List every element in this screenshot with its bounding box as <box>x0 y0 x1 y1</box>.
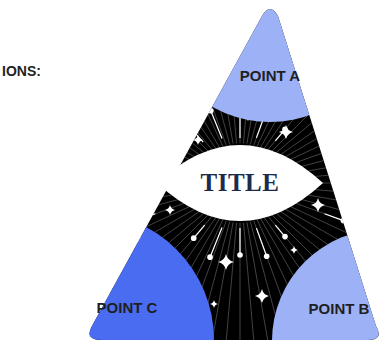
dotted-ray <box>325 145 344 152</box>
dotted-ray <box>256 228 266 256</box>
light-ray <box>15 53 206 163</box>
dotted-ray <box>239 228 240 255</box>
heading-fragment: IONS: <box>2 63 41 79</box>
title-text: TITLE <box>201 169 280 197</box>
sparkle <box>218 254 234 270</box>
light-ray <box>173 0 230 144</box>
corner-label-region: POINT A <box>228 63 312 87</box>
dotted-ray <box>137 145 156 152</box>
ray-dot <box>341 218 347 224</box>
sparkle <box>327 157 333 163</box>
sparkle <box>290 246 298 254</box>
light-ray <box>0 193 201 250</box>
ray-dot <box>237 252 243 258</box>
dotted-ray <box>211 111 222 139</box>
corner-cap <box>272 229 384 341</box>
light-ray <box>240 223 241 341</box>
light-ray <box>195 0 233 144</box>
light-ray <box>0 138 201 176</box>
corner-label-region: POINT B <box>297 296 381 320</box>
light-ray <box>56 0 212 155</box>
light-ray <box>217 223 236 341</box>
light-ray <box>27 34 207 160</box>
ray-dot <box>341 143 347 149</box>
sparkle <box>193 135 203 145</box>
sparkle <box>311 198 325 212</box>
point-label: POINT A <box>240 67 300 84</box>
ray-dot <box>134 218 140 224</box>
ray-dot <box>207 254 213 260</box>
corner-label-region: POINT C <box>85 295 169 319</box>
light-ray <box>4 73 203 166</box>
corner-cap <box>152 0 384 122</box>
sparkle <box>279 125 293 139</box>
ray-dot <box>208 108 214 114</box>
sparkle <box>147 173 153 179</box>
ray-dot <box>264 253 270 259</box>
sparkle <box>255 289 269 303</box>
ray-dot <box>134 143 140 149</box>
point-label: POINT C <box>97 299 158 316</box>
point-label: POINT B <box>309 300 370 317</box>
light-ray <box>0 116 201 173</box>
ray-dot <box>282 234 288 240</box>
light-ray <box>73 0 214 152</box>
dotted-ray <box>325 214 344 221</box>
light-ray <box>91 0 217 150</box>
light-ray <box>151 0 226 145</box>
light-ray <box>41 16 210 157</box>
dotted-ray <box>210 228 222 258</box>
sparkle <box>210 300 218 308</box>
lens-title-shape: TITLE <box>157 145 323 221</box>
light-ray <box>0 190 201 228</box>
light-ray <box>0 94 202 169</box>
ray-dot <box>191 235 197 241</box>
sparkle <box>177 119 183 125</box>
sparkle <box>165 205 175 215</box>
dotted-ray <box>137 214 156 221</box>
corner-cap <box>0 212 214 341</box>
light-ray <box>243 223 262 341</box>
light-ray <box>130 0 223 147</box>
ray-dot <box>189 127 195 133</box>
light-ray <box>110 0 220 148</box>
